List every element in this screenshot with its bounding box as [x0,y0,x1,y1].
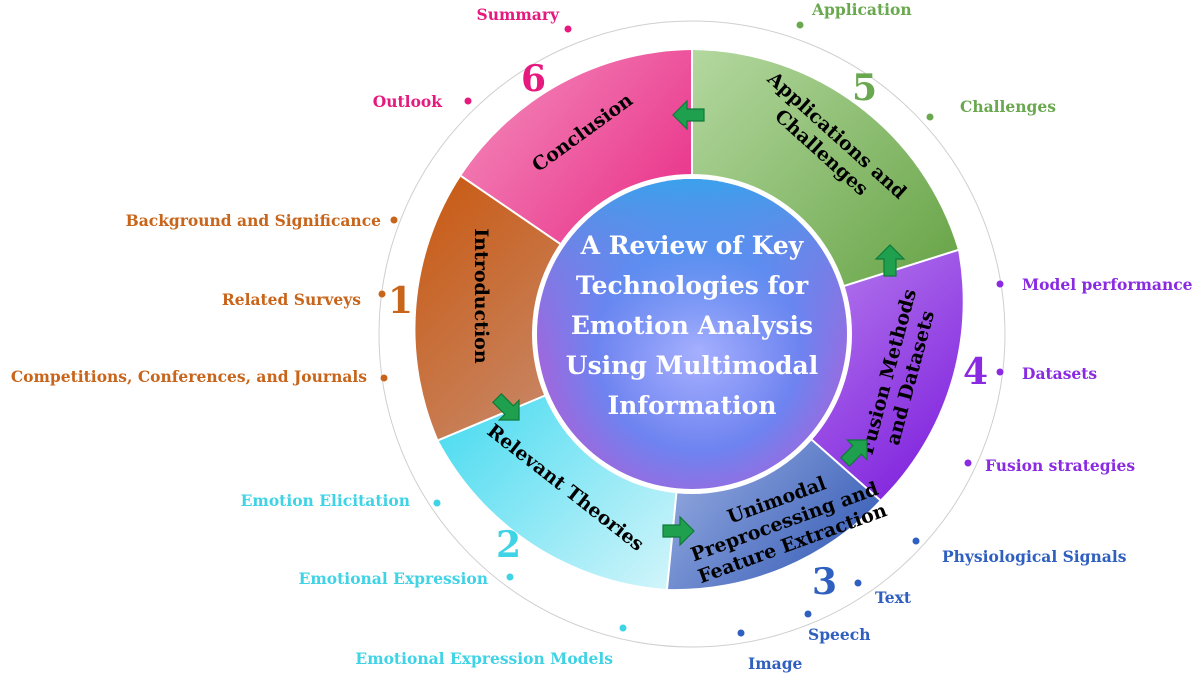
center-title-line: Information [607,391,776,420]
topic-labels: Background and Significance Related Surv… [11,0,1193,673]
topic-label: Emotional Expression Models [355,649,613,668]
topic-dot [564,25,572,33]
topic-label: Emotion Elicitation [241,491,410,510]
topic-dots [378,21,1004,637]
topic-label: Competitions, Conferences, and Journals [11,367,367,386]
center-title-line: Using Multimodal [566,351,818,380]
flow-arrow-icon [662,515,695,547]
topic-label: Datasets [1022,364,1097,383]
segment-title-line: Introduction [470,228,492,363]
topic-label: Application [811,0,912,19]
flow-arrow-icon [840,439,868,467]
topic-label: Text [875,588,912,607]
topic-dot [619,624,627,632]
center-title-line: Technologies for [576,271,809,300]
topic-dot [964,459,972,467]
topic-label: Physiological Signals [942,547,1127,566]
section-number: 1 [388,280,413,322]
topic-dot [804,610,812,618]
topic-dot [996,280,1004,288]
topic-label: Image [748,654,803,673]
section-number: 3 [812,561,837,603]
topic-dot [912,537,920,545]
topic-label: Fusion strategies [985,456,1135,475]
topic-label: Background and Significance [126,211,382,230]
topic-dot [390,216,398,224]
flow-arrow-icon [492,393,520,421]
flow-arrow-icon [672,99,705,131]
segment-title-introduction: Introduction [470,228,492,363]
center-disc-highlight [537,179,847,489]
topic-dot [737,629,745,637]
center-title-line: Emotion Analysis [571,311,813,340]
center-title-line: A Review of Key [580,231,805,260]
topic-dot [378,290,386,298]
section-number: 2 [496,524,521,566]
outer-guide-circle [378,20,1006,648]
topic-label: Summary [477,5,560,24]
flow-arrows [492,99,906,547]
section-number: 6 [521,58,546,100]
topic-dot [926,113,934,121]
topic-label: Outlook [373,92,442,111]
topic-label: Related Surveys [222,290,361,309]
topic-dot [506,573,514,581]
topic-dot [464,97,472,105]
topic-dot [854,579,862,587]
topic-label: Speech [808,625,870,644]
topic-label: Emotional Expression [299,569,488,588]
section-number: 5 [852,67,877,109]
topic-dot [996,368,1004,376]
center-title: A Review of Key Technologies for Emotion… [566,231,818,420]
topic-label: Challenges [960,97,1056,116]
topic-dot [433,499,441,507]
flow-arrow-icon [874,244,906,277]
topic-dot [796,21,804,29]
topic-dot [380,374,388,382]
topic-label: Model performance [1022,275,1193,294]
section-number: 4 [963,351,988,393]
